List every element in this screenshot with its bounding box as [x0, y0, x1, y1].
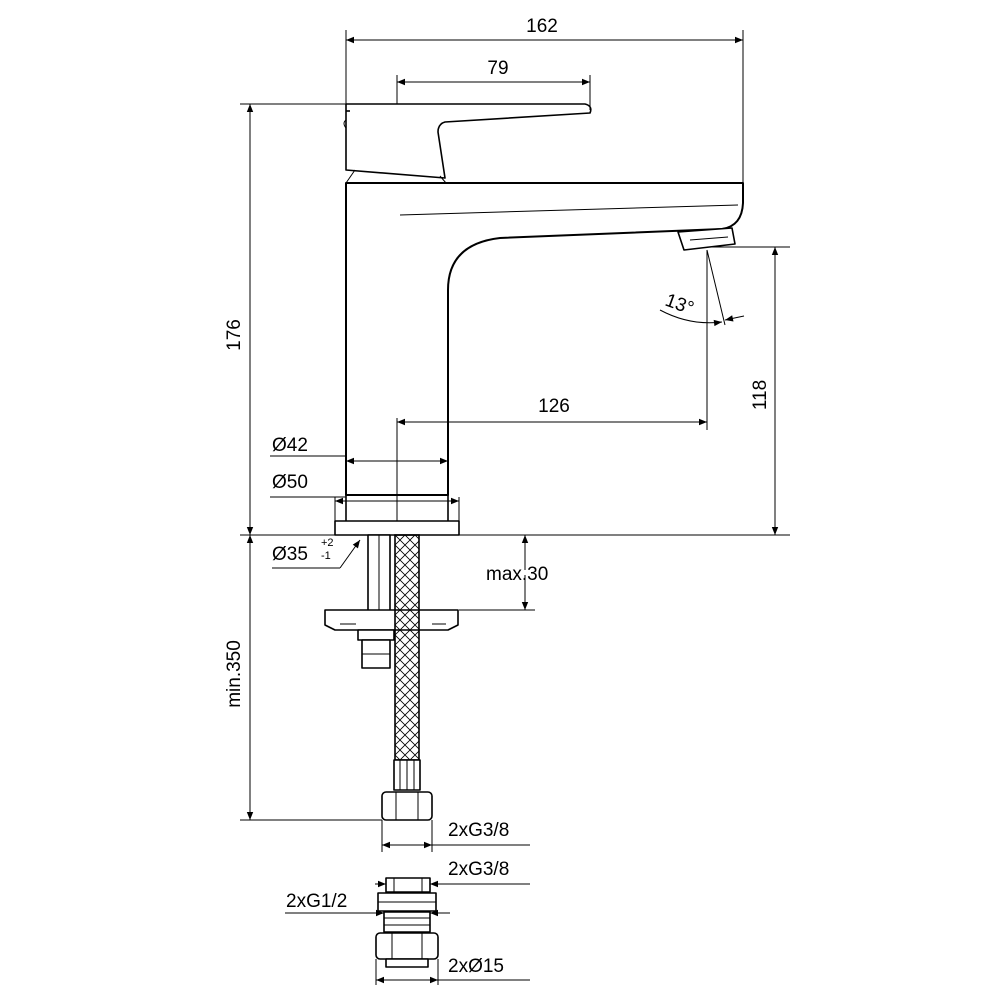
dim-adapter-pipe: 2xØ15: [448, 956, 504, 977]
mounting-assembly: [324, 534, 459, 821]
dim-spout-angle: 13°: [662, 290, 696, 320]
dim-spout-outlet-height: 118: [750, 380, 771, 410]
dim-hole-tol-minus: -1: [321, 550, 331, 562]
dim-hose-connection-1: 2xG3/8: [448, 820, 509, 841]
dim-adapter-thread: 2xG1/2: [286, 891, 347, 912]
dim-max-counter-thickness: max.30: [486, 564, 548, 585]
base-flange: [334, 520, 460, 536]
faucet-body: [334, 103, 744, 536]
handle-lever: [345, 103, 592, 179]
adapter-fitting: [375, 877, 439, 968]
clamping-plate: [324, 609, 459, 631]
dim-overall-height: 176: [224, 319, 245, 351]
faucet-spout: [345, 182, 744, 496]
dim-handle-length: 79: [487, 58, 508, 79]
dim-hole-tol-plus: +2: [321, 537, 334, 549]
dim-hole-diameter: Ø35: [272, 544, 308, 565]
dim-hose-connection-2: 2xG3/8: [448, 859, 509, 880]
dim-overall-width: 162: [526, 16, 558, 37]
dim-spout-reach: 126: [538, 396, 570, 417]
mounting-nut: [357, 629, 395, 641]
dim-min-hose-length: min.350: [224, 640, 245, 708]
braided-hose: [394, 534, 420, 761]
hose-nut: [381, 791, 433, 821]
dimension-lines: [240, 30, 790, 985]
dim-base-diameter: Ø50: [272, 472, 308, 493]
dim-body-diameter: Ø42: [272, 435, 308, 456]
